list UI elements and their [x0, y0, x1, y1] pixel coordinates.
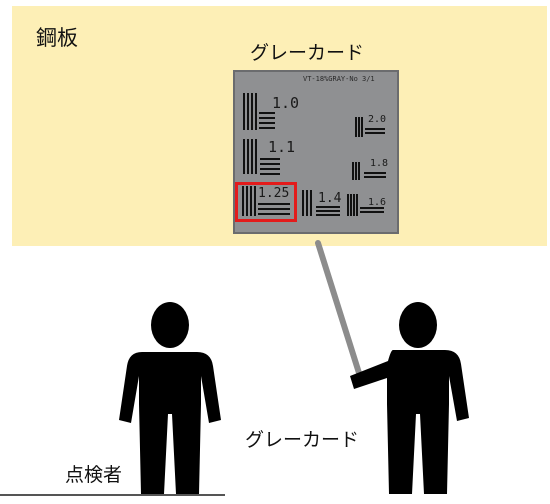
test-pattern-1-0 [243, 93, 275, 130]
inspector-figure [119, 302, 221, 494]
floor-line [0, 494, 225, 496]
target-label-1-0: 1.0 [272, 94, 300, 112]
test-pattern-2-0 [355, 117, 385, 137]
target-label-1-25: 1.25 [258, 186, 290, 201]
highlighted-target-box [235, 182, 297, 222]
test-pattern-1-25 [242, 186, 290, 216]
pointer-stick [315, 240, 362, 376]
target-label-1-6: 1.6 [368, 197, 387, 208]
test-pattern-1-8 [352, 162, 386, 180]
test-pattern-1-1 [243, 139, 280, 175]
target-label-1-4: 1.4 [318, 191, 342, 206]
gray-card-label-bottom: グレーカード [245, 429, 360, 451]
target-label-1-1: 1.1 [268, 138, 296, 156]
target-label-2-0: 2.0 [368, 114, 387, 125]
inspector-label: 点検者 [65, 464, 123, 486]
presenter-figure [350, 302, 469, 494]
target-label-1-8: 1.8 [370, 158, 389, 169]
test-pattern-1-6 [347, 194, 384, 216]
gray-card-label-top: グレーカード [250, 42, 365, 64]
test-pattern-1-4 [302, 190, 340, 216]
steel-plate-label: 鋼板 [36, 26, 78, 50]
gray-card-id: VT-18%GRAY-No 3/1 [303, 75, 375, 83]
